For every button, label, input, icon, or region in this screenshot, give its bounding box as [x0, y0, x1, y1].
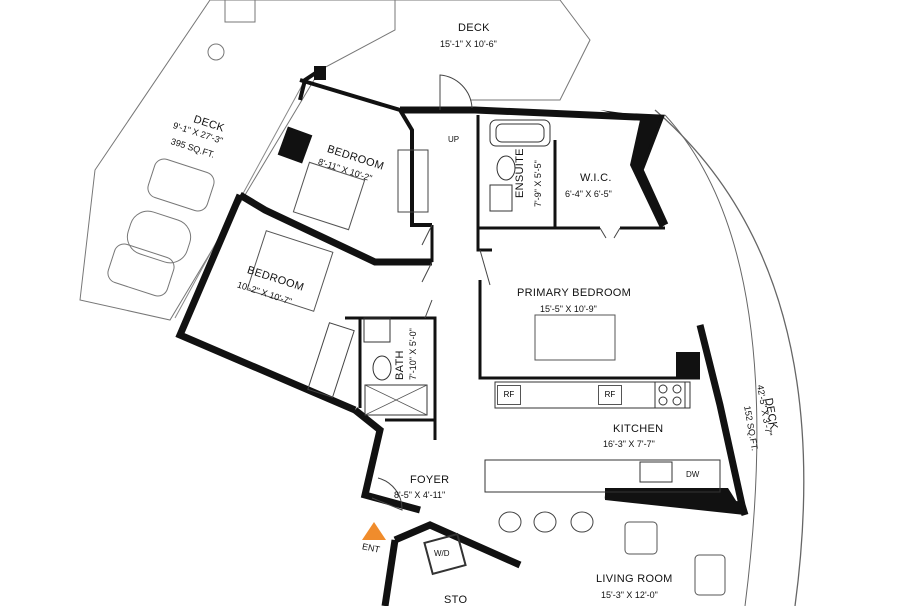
armchair	[624, 521, 658, 555]
foyer-name: FOYER	[410, 474, 450, 486]
armchair	[694, 554, 726, 596]
burner	[658, 396, 668, 406]
burner	[672, 384, 682, 394]
primary-wall-block	[676, 352, 700, 378]
kitchen-wall-block	[605, 488, 745, 515]
column-block-top	[314, 66, 326, 80]
storage-name: STO	[444, 594, 468, 606]
bath-sink	[363, 317, 391, 343]
kitchen-dims: 16'-3" X 7'-7"	[603, 439, 655, 449]
kitchen-back-counter	[494, 381, 691, 409]
top-deck-outline	[395, 0, 591, 101]
deck-chair	[224, 0, 256, 23]
deck-top-dims: 15'-1" X 10'-6"	[440, 39, 497, 49]
bedroom-1-walls	[298, 68, 432, 227]
closet	[397, 149, 429, 213]
bath-shower	[364, 384, 428, 416]
ensuite-toilet	[496, 155, 516, 181]
bath-shower-x	[364, 384, 428, 416]
bed	[292, 161, 366, 231]
fridge-1: RF	[497, 385, 521, 405]
deck-plant	[207, 43, 225, 61]
living-room-name: LIVING ROOM	[596, 573, 673, 585]
washer-dryer	[423, 532, 467, 576]
ensuite-dims: 7'-9" X 5'-5"	[533, 160, 543, 207]
entry-door	[371, 477, 403, 511]
ensuite-name: ENSUITE	[514, 148, 526, 198]
range	[654, 381, 686, 409]
foyer-dims: 8'-5" X 4'-11"	[394, 490, 446, 500]
burner	[672, 396, 682, 406]
column-block	[277, 126, 313, 164]
hall-doors	[421, 224, 433, 319]
deck-door	[439, 74, 473, 110]
deck-top-name: DECK	[458, 22, 490, 34]
right-deck-curve-outer	[654, 109, 805, 606]
burner	[658, 384, 668, 394]
primary-bedroom-name: PRIMARY BEDROOM	[517, 287, 632, 299]
ensuite-sink	[489, 184, 513, 212]
ensuite-tub-inner	[495, 123, 545, 143]
deck-sofa	[147, 158, 215, 212]
closet	[307, 322, 355, 398]
wic-name: W.I.C.	[580, 172, 612, 184]
wic-door	[599, 227, 621, 239]
primary-door	[479, 249, 491, 286]
kitchen-island	[484, 459, 721, 493]
stair-up-label: UP	[448, 135, 460, 144]
entry-marker	[362, 522, 386, 540]
wic-wall-wedge	[600, 110, 665, 228]
stool	[498, 511, 522, 533]
bath-toilet	[372, 355, 392, 381]
bath-name: BATH	[394, 350, 406, 380]
right-deck-curve-inner	[664, 114, 758, 606]
kitchen-name: KITCHEN	[613, 423, 664, 435]
stool	[533, 511, 557, 533]
dishwasher-label: DW	[686, 470, 700, 479]
bed	[246, 230, 334, 312]
washer-dryer-label: W/D	[434, 549, 450, 558]
primary-bedroom-dims: 15'-5" X 10'-9"	[540, 304, 597, 314]
living-room-dims: 15'-3" X 12'-0"	[601, 590, 658, 600]
ensuite-tub	[489, 119, 551, 147]
exterior-walls	[175, 106, 749, 606]
stool	[570, 511, 594, 533]
bed	[534, 314, 616, 361]
bath-dims: 7'-10" X 5'-0"	[408, 328, 418, 380]
wic-dims: 6'-4" X 6'-5"	[565, 189, 612, 199]
deck-sofa	[107, 243, 175, 297]
fridge-2: RF	[598, 385, 622, 405]
kitchen-sink	[639, 461, 673, 483]
deck-table	[126, 210, 192, 264]
